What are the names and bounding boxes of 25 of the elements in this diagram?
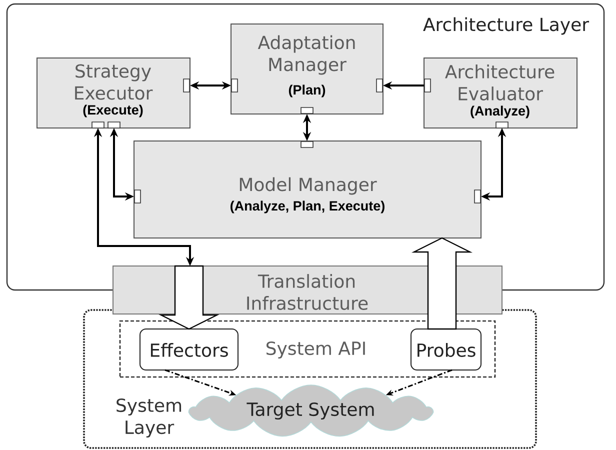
layer-title: Architecture Layer <box>423 17 590 35</box>
box-subtitle: (Execute) <box>83 104 143 118</box>
component-box <box>134 140 482 238</box>
block-arrow <box>158 265 220 330</box>
box-title: Architecture Evaluator <box>445 64 554 100</box>
band-label: Translation Infrastructure <box>247 274 368 310</box>
box-title: Strategy Executor <box>75 64 153 100</box>
box-title: Model Manager <box>240 177 377 195</box>
component-box <box>424 58 578 128</box>
rounded-box <box>140 328 238 370</box>
box-subtitle: (Analyze, Plan, Execute) <box>230 200 384 214</box>
component-box <box>36 58 190 128</box>
box-label: Effectors <box>150 343 228 357</box>
group-label: System API <box>266 341 365 359</box>
box-title: Adaptation Manager <box>258 35 355 75</box>
group-frame <box>119 320 496 378</box>
box-subtitle: (Analyze) <box>470 106 530 118</box>
cloud-label: Target System <box>246 402 374 420</box>
block-arrow <box>411 237 473 330</box>
component-box <box>230 24 384 114</box>
box-label: Probes <box>418 343 476 357</box>
box-subtitle: (Plan) <box>288 84 326 98</box>
cloud-shape <box>188 384 434 437</box>
layer-title: System Layer <box>116 398 182 438</box>
rounded-box <box>410 328 482 370</box>
